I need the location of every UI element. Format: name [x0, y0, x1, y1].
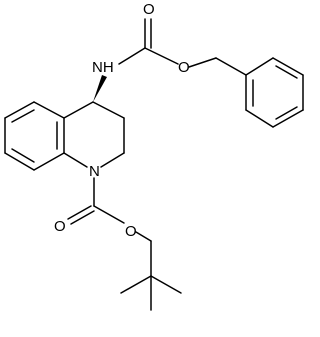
carbonyl-bond [70, 210, 95, 225]
atom-label-nh: NH [92, 59, 114, 76]
bond [272, 109, 304, 128]
atom-label-ester-o-top: O [178, 59, 190, 76]
double-bond-inner [11, 109, 35, 123]
bond [118, 47, 146, 65]
tetrahydroquinoline-core [4, 101, 125, 171]
atom-label-ring-n: N [89, 163, 100, 180]
double-bond-inner [275, 106, 298, 120]
atom-label-ester-o-bottom: O [125, 223, 137, 240]
double-bond-inner [275, 65, 298, 79]
bond [135, 231, 152, 242]
bond [33, 101, 65, 119]
bond [188, 57, 217, 68]
bond [4, 152, 35, 171]
bond [272, 57, 304, 76]
bond [245, 57, 274, 76]
bond [93, 205, 125, 224]
bond [144, 47, 179, 65]
bond [63, 152, 88, 168]
double-bond-inner [11, 148, 35, 163]
bond [100, 152, 125, 168]
bond [63, 101, 94, 119]
bond [245, 109, 274, 128]
atom-label-carbonyl-o-top: O [143, 1, 155, 18]
bond [33, 152, 65, 171]
bond [120, 275, 152, 294]
bond [92, 101, 125, 119]
benzyl-phenyl-ring [245, 57, 304, 128]
carbonyl-bond [67, 205, 92, 220]
bond [150, 275, 182, 294]
atom-label-carbonyl-o-bottom: O [54, 218, 66, 235]
bond [215, 57, 247, 76]
bond [4, 101, 35, 119]
wedge-bond [93, 75, 107, 102]
